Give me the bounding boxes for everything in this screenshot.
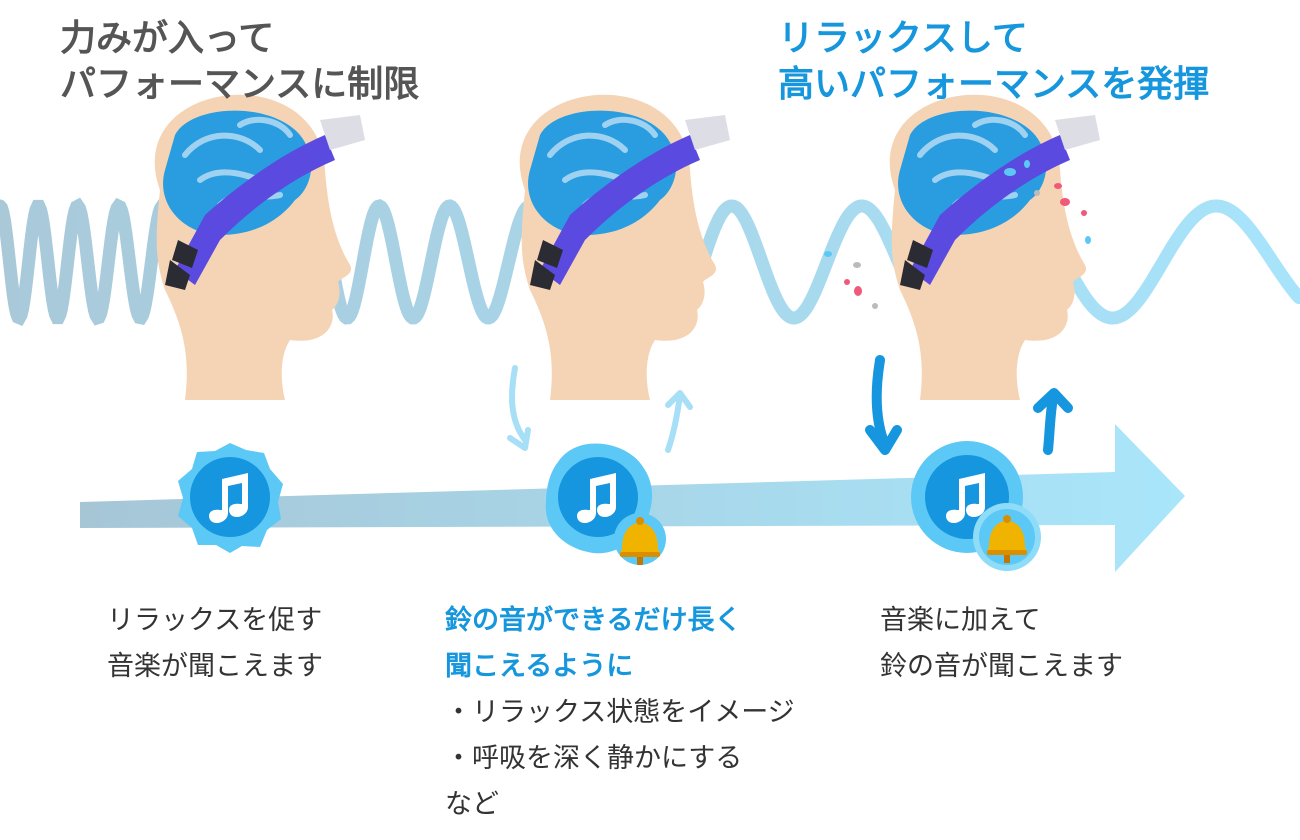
sparkles [824,160,1091,309]
heading-relaxed: リラックスして 高いパフォーマンスを発揮 [778,16,1209,108]
step-3-line1: 音楽に加えて [880,605,1041,636]
cycle-arrows-light [507,365,693,453]
step-1-line2: 音楽が聞こえます [107,651,323,682]
heading-relaxed-line1: リラックスして [778,18,1028,59]
heading-tense-line1: 力みが入って [60,18,275,59]
step-2-bullet1: ・リラックス状態をイメージ [445,697,795,728]
step-3-line2: 鈴の音が聞こえます [880,651,1123,682]
step-2-line2: 聞こえるように [445,651,634,682]
cycle-arrows-strong [865,355,1073,455]
step-2-footer: など [445,789,499,820]
head-with-headband-icon [155,95,365,400]
heading-relaxed-line2: 高いパフォーマンスを発揮 [778,64,1210,105]
step-1-line1: リラックスを促す [107,605,323,636]
head-with-headband-icon [520,95,730,400]
heading-tense-line2: パフォーマンスに制限 [60,64,420,105]
step-1-caption: リラックスを促す 音楽が聞こえます [107,598,323,690]
step-2-line1: 鈴の音ができるだけ長く [445,605,742,636]
heading-tense: 力みが入って パフォーマンスに制限 [60,16,419,108]
step-3-caption: 音楽に加えて 鈴の音が聞こえます [880,598,1123,690]
music-badge-1 [178,443,283,553]
music-badge-2 [545,443,666,565]
step-2-caption: 鈴の音ができるだけ長く 聞こえるように ・リラックス状態をイメージ ・呼吸を深く… [445,598,795,828]
music-badge-3 [911,441,1041,571]
step-2-bullet2: ・呼吸を深く静かにする [445,743,743,774]
head-with-headband-icon [890,95,1100,400]
